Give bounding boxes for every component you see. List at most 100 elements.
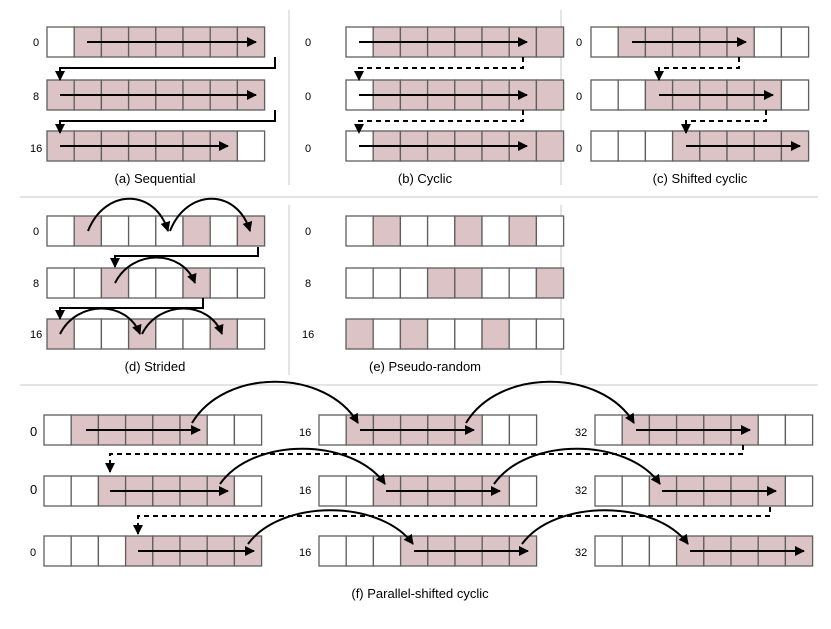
panel-c-cell xyxy=(590,26,619,58)
panel-d-cell xyxy=(46,215,75,247)
panel-d-row-label: 0 xyxy=(33,226,39,238)
panel-f-row-label: 16 xyxy=(299,427,311,439)
panel-e-caption: (e) Pseudo-random xyxy=(369,359,481,374)
panel-f-cell xyxy=(318,475,347,507)
panel-b-wrap-arrow xyxy=(354,110,524,134)
panel-b-caption: (b) Cyclic xyxy=(398,171,453,186)
panel-a-wrap-arrow xyxy=(55,57,276,81)
panel-a-wrap-arrow xyxy=(55,110,276,134)
panel-f-cell xyxy=(621,475,651,507)
panel-c-row-label: 0 xyxy=(576,37,582,49)
cells-layer xyxy=(43,26,814,567)
panel-f-row-label: 0 xyxy=(30,547,36,559)
panel-f-jump-arrow xyxy=(219,447,386,485)
panel-d-accessed-cell xyxy=(73,215,103,247)
panel-d-stride-arrow xyxy=(114,256,197,284)
panel-f-cell xyxy=(318,535,347,567)
panel-f-cell xyxy=(318,414,347,446)
panel-a-row-label: 16 xyxy=(30,143,42,155)
panel-f-cell xyxy=(97,535,127,567)
panel-e-accessed-cell xyxy=(454,267,483,299)
panel-f-row-label: 32 xyxy=(575,485,587,497)
panel-e-cell xyxy=(481,215,510,247)
panel-c-caption: (c) Shifted cyclic xyxy=(653,171,748,186)
panel-e-accessed-cell xyxy=(454,215,483,247)
panel-c-wrap-arrow xyxy=(654,57,740,81)
panel-d-row-label: 16 xyxy=(30,329,42,341)
panel-f-jump-arrow xyxy=(465,380,635,424)
panel-d-cell xyxy=(236,267,266,299)
panel-f-cell xyxy=(648,535,678,567)
panel-c-cell xyxy=(617,130,647,162)
panel-e-cell xyxy=(508,318,538,350)
panel-f-cell xyxy=(233,414,263,446)
panel-f-jump-arrow xyxy=(247,509,414,545)
panel-e-row-label: 8 xyxy=(305,278,311,290)
panel-c-wrap-arrow xyxy=(681,110,767,134)
panel-d-row-label: 8 xyxy=(33,278,39,290)
panel-f-cell xyxy=(784,414,814,446)
panel-f-row-label: 16 xyxy=(299,547,311,559)
panel-b-row-label: 0 xyxy=(305,143,311,155)
panel-c-cell xyxy=(590,79,619,111)
panel-e-row-label: 0 xyxy=(305,226,311,238)
panel-d-cell xyxy=(155,267,184,299)
panel-b-wrap-arrow xyxy=(354,57,524,81)
panel-d-cell xyxy=(209,215,239,247)
panel-e-cell xyxy=(345,215,374,247)
panel-e-cell xyxy=(535,318,565,350)
panel-f-row-label: 32 xyxy=(575,547,587,559)
panel-e-accessed-cell xyxy=(481,318,510,350)
panel-f-row-label: 16 xyxy=(299,485,311,497)
panel-e-cell xyxy=(399,267,429,299)
panel-e-cell xyxy=(372,318,402,350)
panel-a-row-label: 0 xyxy=(33,37,39,49)
panel-a-cell xyxy=(236,130,266,162)
panel-c-cell xyxy=(617,79,647,111)
panel-e-cell xyxy=(426,318,456,350)
panel-e-row-label: 16 xyxy=(302,329,314,341)
panel-d-cell xyxy=(127,215,157,247)
panel-e-cell xyxy=(372,267,402,299)
panel-e-cell xyxy=(508,267,538,299)
panel-d-cell xyxy=(236,318,266,350)
panel-f-caption: (f) Parallel-shifted cyclic xyxy=(351,586,489,601)
panel-d-cell xyxy=(127,267,157,299)
panel-d-accessed-cell xyxy=(182,215,211,247)
panel-f-cell xyxy=(508,414,538,446)
panel-e-accessed-cell xyxy=(508,215,538,247)
panel-e-accessed-cell xyxy=(345,318,374,350)
panel-e-cell xyxy=(481,267,510,299)
panel-f-cell xyxy=(621,535,651,567)
panel-d-cell xyxy=(46,267,75,299)
panel-f-cell xyxy=(70,475,100,507)
panel-d-cell xyxy=(100,318,130,350)
panel-c-cell xyxy=(780,79,810,111)
panel-e-cell xyxy=(345,267,374,299)
panel-d-caption: (d) Strided xyxy=(125,359,186,374)
panel-c-cell xyxy=(753,26,783,58)
panel-f-cell xyxy=(345,475,375,507)
panel-d-cell xyxy=(182,318,211,350)
panel-f-cell xyxy=(43,535,72,567)
panel-b-accessed-cell xyxy=(535,79,565,111)
panel-a-row-label: 8 xyxy=(33,91,39,103)
panel-f-cell xyxy=(594,475,623,507)
panel-d-stride-arrow xyxy=(169,197,253,232)
panel-b-row-label: 0 xyxy=(305,91,311,103)
panel-d-accessed-cell xyxy=(182,267,211,299)
panel-d-stride-arrow xyxy=(59,307,142,335)
panel-f-jump-arrow xyxy=(191,380,359,424)
panel-f-cell xyxy=(372,535,402,567)
panel-c-cell xyxy=(590,130,619,162)
panel-d-stride-arrow xyxy=(141,307,224,335)
panel-f-cell xyxy=(594,414,623,446)
panel-a-cell xyxy=(46,26,75,58)
panel-a-caption: (a) Sequential xyxy=(115,171,196,186)
panel-f-cell xyxy=(784,475,814,507)
panel-f-wrap-arrow xyxy=(133,507,771,535)
panel-d-stride-arrow xyxy=(87,197,171,232)
panel-f-jump-arrow xyxy=(521,509,689,545)
panel-d-wrap-arrow xyxy=(110,247,259,268)
